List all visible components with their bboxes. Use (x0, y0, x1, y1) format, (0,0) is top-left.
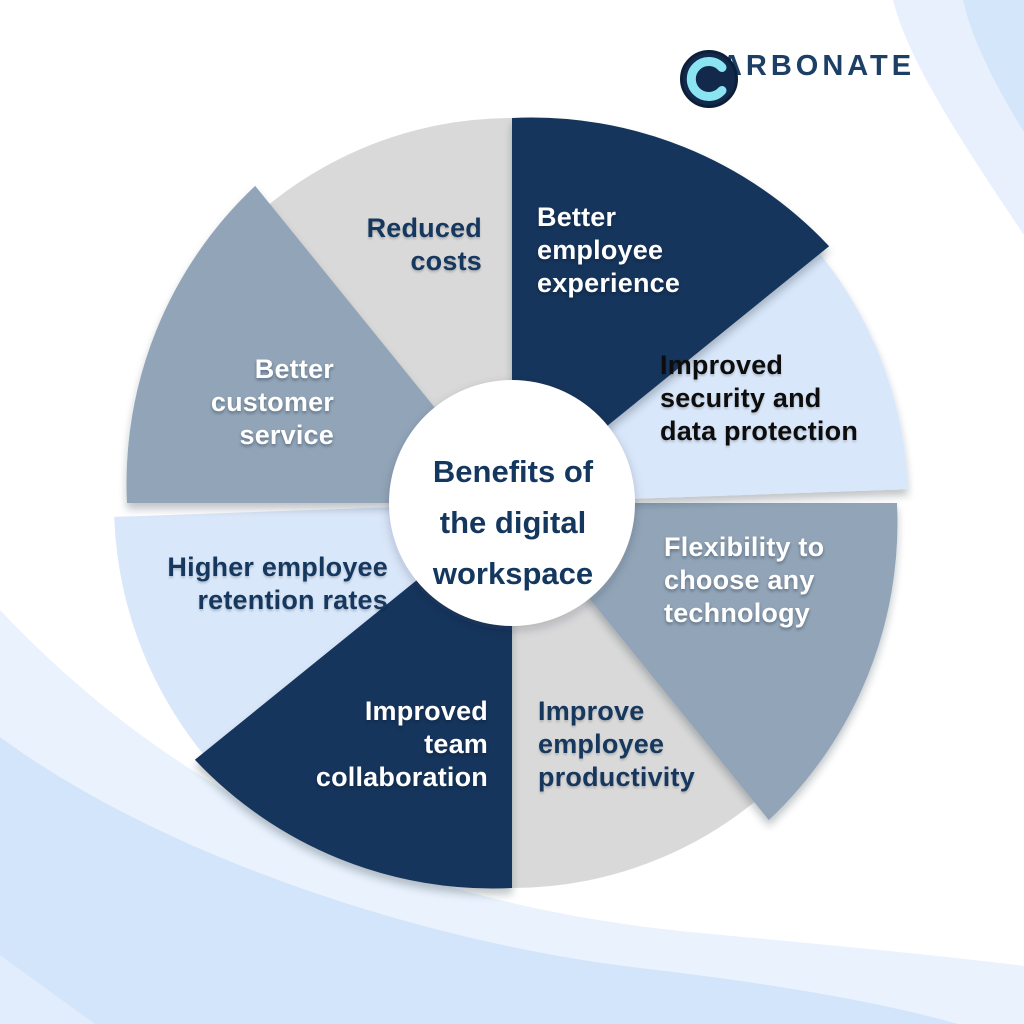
segment-label-better-customer-service: Better customer service (210, 354, 334, 450)
carbonate-logo: CARBONATE (680, 50, 915, 108)
wheel-segment-flexibility (512, 503, 898, 821)
wheel-center-title: Benefits of the digital workspace (432, 454, 594, 591)
c-glyph-icon (686, 57, 727, 101)
segment-label-improved-team-collaboration: Improved team collaboration (315, 696, 488, 792)
segment-label-improve-productivity: Improve employee productivity (538, 696, 695, 792)
center-disc (389, 380, 635, 626)
segment-label-reduced-costs: Reduced costs (366, 213, 482, 276)
segment-label-better-employee-experience: Better employee experience (537, 202, 681, 298)
topright-deep-wave (963, 0, 1024, 132)
wheel-segment-better-employee-experience (512, 117, 830, 504)
segment-label-flexibility: Flexibility to choose any technology (664, 532, 825, 628)
bottom-left-corner-wedge (0, 955, 95, 1024)
wheel-segment-improved-team-collaboration (194, 503, 512, 889)
segment-label-improved-security: Improved security and data protection (660, 350, 859, 446)
bottom-deep-wave (0, 737, 958, 1024)
segment-label-higher-retention: Higher employee retention rates (167, 552, 388, 615)
carbonate-logo-icon (680, 50, 738, 108)
wheel-segment-better-customer-service (126, 185, 513, 503)
